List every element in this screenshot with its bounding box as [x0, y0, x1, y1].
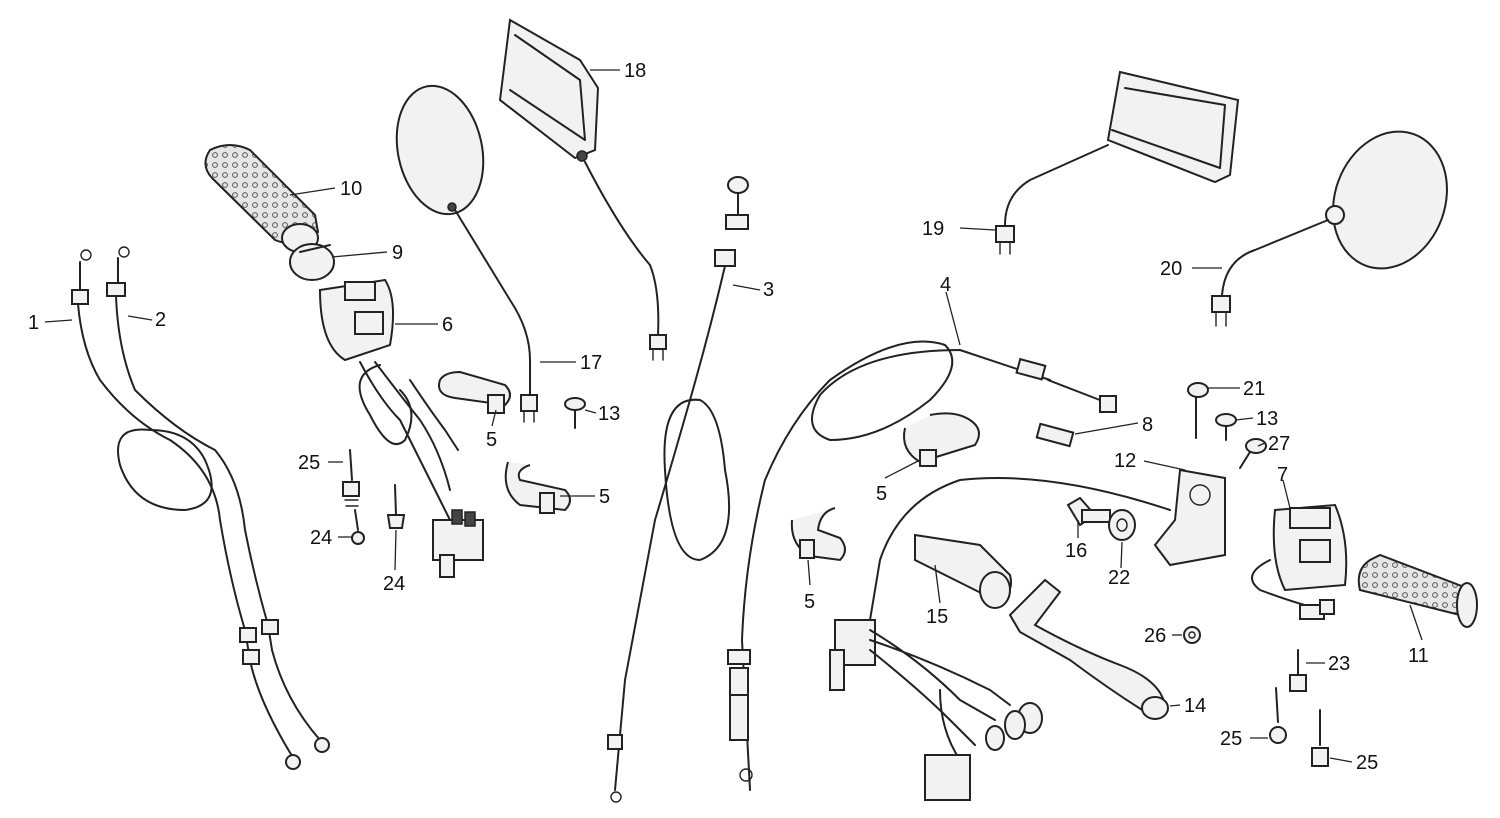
round-mirror-right — [1211, 130, 1448, 327]
callout-13a: 13 — [598, 403, 620, 425]
callout-7: 7 — [1277, 464, 1288, 486]
meter-cable — [607, 176, 749, 803]
throttle-cable-pull — [71, 249, 301, 770]
callout-9: 9 — [392, 242, 403, 264]
cable-clamp-d — [790, 507, 846, 562]
callout-25b: 25 — [1220, 728, 1242, 750]
pivot-nut — [1108, 509, 1136, 541]
throttle-grip — [204, 144, 320, 253]
right-handlebar-switch — [1251, 503, 1348, 620]
clutch-cable — [727, 340, 1117, 791]
throttle-cable-return — [106, 246, 330, 753]
screw-13-left — [564, 397, 586, 429]
callout-5d: 5 — [804, 591, 815, 613]
callout-13b: 13 — [1256, 408, 1278, 430]
bolt-21 — [1187, 382, 1209, 439]
callout-5a: 5 — [486, 429, 497, 451]
screw-24-left-b — [386, 484, 406, 529]
wire-harness — [829, 619, 1043, 801]
left-handlebar-switch — [318, 278, 484, 578]
cable-clamp-a — [438, 370, 511, 414]
callout-10: 10 — [340, 178, 362, 200]
screw-27 — [1239, 438, 1267, 469]
clutch-lever — [1008, 578, 1169, 720]
callout-4: 4 — [940, 274, 951, 296]
right-grip — [1357, 553, 1478, 628]
screw-25-left — [342, 449, 360, 507]
screw-24-left-a — [351, 509, 365, 545]
callout-3: 3 — [763, 279, 774, 301]
throttle-housing — [289, 243, 335, 281]
round-mirror-left — [395, 84, 538, 423]
callout-5b: 5 — [599, 486, 610, 508]
callout-labels: 1 2 3 4 5 5 5 5 6 7 8 9 10 11 12 13 13 1… — [28, 60, 1429, 774]
callout-19: 19 — [922, 218, 944, 240]
screw-25-right-b — [1311, 709, 1329, 767]
callout-15: 15 — [926, 606, 948, 628]
callout-5c: 5 — [876, 483, 887, 505]
nut-26 — [1183, 626, 1201, 644]
callout-24a: 24 — [310, 527, 332, 549]
callout-20: 20 — [1160, 258, 1182, 280]
callout-8: 8 — [1142, 414, 1153, 436]
callout-18: 18 — [624, 60, 646, 82]
callout-14: 14 — [1184, 695, 1206, 717]
callout-22: 22 — [1108, 567, 1130, 589]
callout-12: 12 — [1114, 450, 1136, 472]
callout-23: 23 — [1328, 653, 1350, 675]
callout-2: 2 — [155, 309, 166, 331]
cable-clamp-b — [504, 461, 571, 514]
square-mirror-right — [995, 70, 1240, 255]
callout-17: 17 — [580, 352, 602, 374]
callout-27: 27 — [1268, 433, 1290, 455]
clutch-switch — [914, 533, 1012, 609]
callout-25a: 25 — [298, 452, 320, 474]
clutch-lever-bracket — [869, 468, 1226, 621]
lever-pivot-bolt — [1066, 496, 1111, 527]
pivot-bolt — [1035, 422, 1075, 448]
callout-24b: 24 — [383, 573, 405, 595]
callout-6: 6 — [442, 314, 453, 336]
screw-23 — [1289, 649, 1307, 692]
callout-21: 21 — [1243, 378, 1265, 400]
screw-25-right-a — [1269, 687, 1287, 744]
callout-25c: 25 — [1356, 752, 1378, 774]
callout-26: 26 — [1144, 625, 1166, 647]
callout-16: 16 — [1065, 540, 1087, 562]
callout-1: 1 — [28, 312, 39, 334]
square-mirror-left — [498, 18, 667, 361]
cable-clamp-c — [903, 412, 980, 467]
screw-13-right — [1215, 413, 1237, 441]
callout-11: 11 — [1408, 645, 1429, 667]
leader-lines — [44, 69, 1423, 763]
